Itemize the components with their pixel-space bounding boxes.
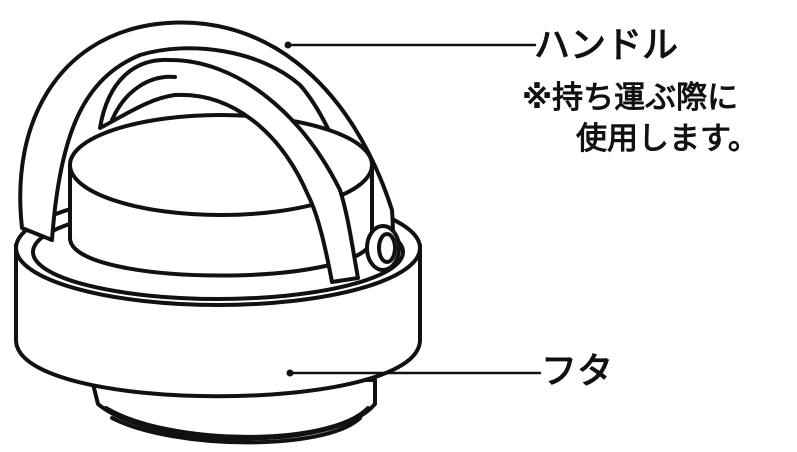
handle-note-line1: ※持ち運ぶ際に	[522, 80, 739, 116]
lid-label: フタ	[541, 351, 614, 392]
lid-leader-dot	[286, 369, 294, 377]
handle-leader-dot	[284, 41, 292, 49]
handle-label: ハンドル	[534, 25, 679, 66]
leader-lines	[284, 41, 542, 377]
handle-front-arm	[98, 57, 360, 284]
handle-pivot	[365, 224, 401, 272]
handle-note-line2: 使用します。	[576, 121, 759, 157]
